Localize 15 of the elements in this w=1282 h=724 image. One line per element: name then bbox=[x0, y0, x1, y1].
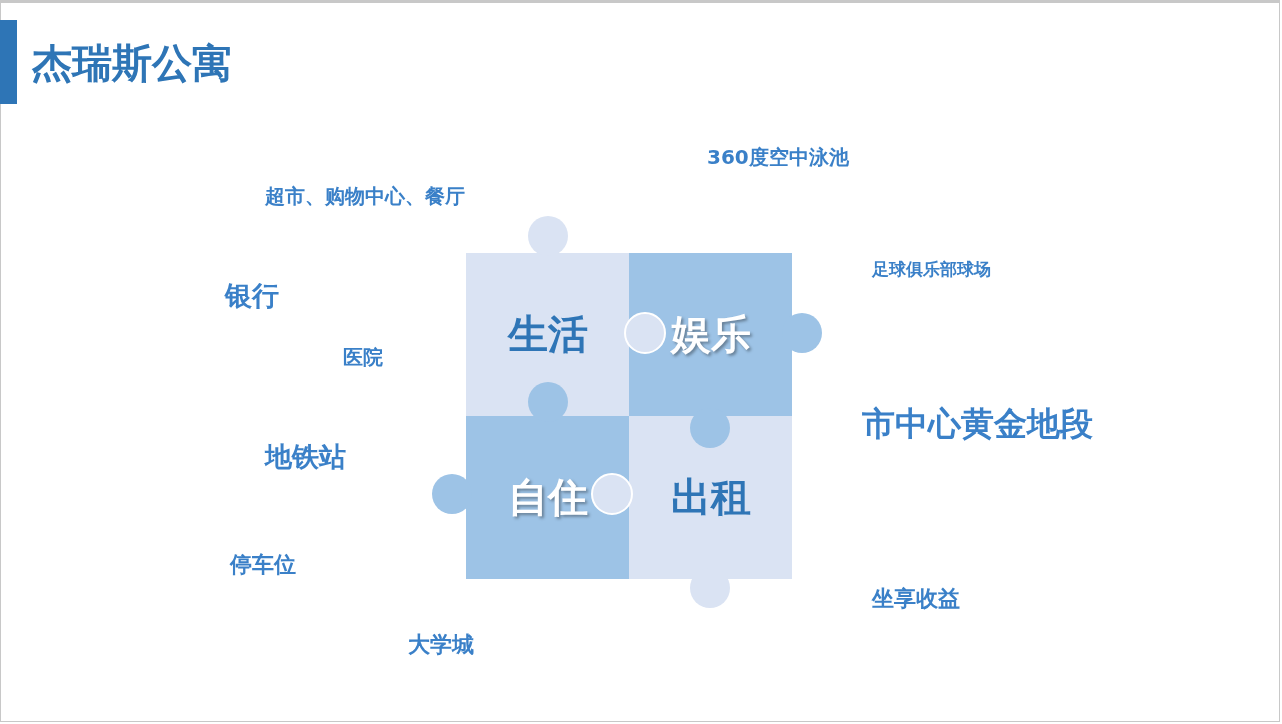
feature-label: 医院 bbox=[343, 345, 383, 369]
piece-label: 出租 bbox=[670, 473, 751, 522]
feature-label: 大学城 bbox=[408, 632, 474, 659]
feature-label: 银行 bbox=[225, 280, 279, 313]
feature-label: 足球俱乐部球场 bbox=[872, 259, 991, 280]
feature-label: 360度空中泳池 bbox=[707, 145, 849, 169]
piece-label: 自住 bbox=[507, 473, 588, 522]
feature-label: 停车位 bbox=[230, 552, 296, 579]
slide-title: 杰瑞斯公寓 bbox=[32, 39, 232, 88]
feature-label: 超市、购物中心、餐厅 bbox=[265, 184, 465, 208]
piece-label: 生活 bbox=[507, 310, 588, 359]
feature-label: 市中心黄金地段 bbox=[862, 404, 1093, 444]
feature-label: 坐享收益 bbox=[872, 586, 960, 613]
piece-label: 娱乐 bbox=[670, 310, 751, 359]
feature-label: 地铁站 bbox=[265, 441, 346, 474]
